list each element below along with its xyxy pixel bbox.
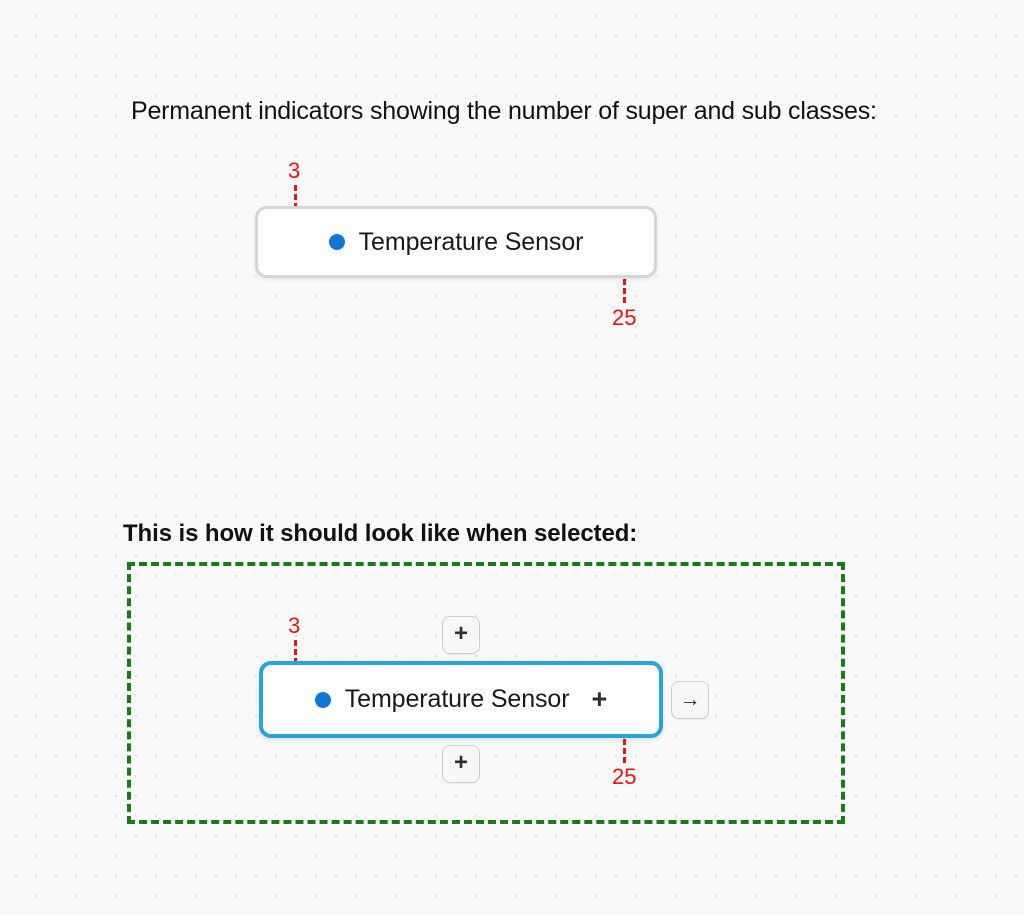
arrow-right-icon: → bbox=[679, 688, 701, 711]
subclass-leader-line-unselected bbox=[623, 279, 626, 303]
plus-icon: + bbox=[453, 749, 468, 776]
subclass-count-label-unselected: 25 bbox=[612, 305, 637, 330]
node-temperature-sensor-selected[interactable]: Temperature Sensor + bbox=[259, 661, 663, 738]
status-dot-icon bbox=[328, 234, 345, 250]
subclass-count-label-selected: 25 bbox=[612, 764, 637, 789]
status-dot-icon bbox=[314, 691, 331, 708]
subclass-leader-line-selected bbox=[623, 739, 626, 763]
expand-right-button[interactable]: → bbox=[671, 681, 709, 719]
caption-permanent-indicators: Permanent indicators showing the number … bbox=[131, 97, 877, 125]
superclass-count-label-unselected: 3 bbox=[288, 158, 301, 183]
node-label: Temperature Sensor bbox=[344, 685, 570, 713]
inline-add-icon[interactable]: + bbox=[591, 684, 608, 714]
add-superclass-button[interactable]: + bbox=[442, 616, 480, 654]
node-content: Temperature Sensor bbox=[328, 227, 584, 257]
plus-icon: + bbox=[453, 620, 468, 647]
superclass-leader-line-selected bbox=[294, 640, 297, 664]
superclass-leader-line-unselected bbox=[294, 185, 297, 209]
add-subclass-button[interactable]: + bbox=[442, 745, 480, 783]
node-content: Temperature Sensor + bbox=[314, 684, 608, 714]
superclass-count-label-selected: 3 bbox=[288, 613, 301, 638]
caption-selected-state: This is how it should look like when sel… bbox=[123, 520, 638, 547]
node-label: Temperature Sensor bbox=[358, 227, 584, 256]
node-temperature-sensor-unselected[interactable]: Temperature Sensor bbox=[255, 206, 657, 278]
selection-frame bbox=[127, 562, 845, 824]
